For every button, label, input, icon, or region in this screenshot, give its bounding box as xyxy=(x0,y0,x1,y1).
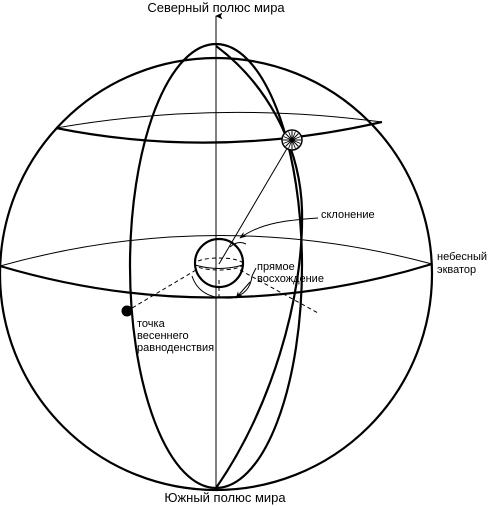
dashed-to-equinox xyxy=(126,269,197,312)
hour-circle xyxy=(215,45,304,489)
vernal-equinox-line-1: точка xyxy=(137,318,166,330)
dashed-to-hour-circle xyxy=(239,269,319,314)
right-ascension-arrow xyxy=(235,281,251,299)
vernal-equinox-label: точка весеннего равноденствия xyxy=(137,318,214,354)
right-ascension-line-1: прямое xyxy=(257,261,295,273)
declination-label: склонение xyxy=(321,209,375,221)
right-ascension-label: прямое восхождение xyxy=(257,261,324,285)
earth-equator-front xyxy=(194,264,244,269)
celestial-equator-label: небесный экватор xyxy=(437,251,490,276)
north-pole-label: Северный полюс мира xyxy=(147,0,285,15)
declination-circle-back xyxy=(55,111,383,129)
right-ascension-line-2: восхождение xyxy=(257,273,324,285)
vernal-equinox-line-2: весеннего xyxy=(137,330,189,342)
right-ascension-arc xyxy=(191,275,253,299)
right-ascension-leader xyxy=(251,267,257,277)
declination-arc xyxy=(229,242,247,248)
celestial-equator-back xyxy=(0,235,433,267)
south-pole-label: Южный полюс мира xyxy=(164,490,286,505)
vernal-equinox-line-3: равноденствия xyxy=(137,342,214,354)
earth-circle xyxy=(193,237,245,289)
star-radius-line xyxy=(218,139,293,265)
celestial-equator-line-2: экватор xyxy=(437,264,476,276)
earth-equator xyxy=(194,257,244,271)
filled-dot-icon xyxy=(121,305,133,317)
celestial-equator-line-1: небесный xyxy=(437,251,487,263)
declination-arrow xyxy=(239,217,319,239)
declination-circle-front xyxy=(55,120,383,144)
star-icon xyxy=(281,129,303,151)
